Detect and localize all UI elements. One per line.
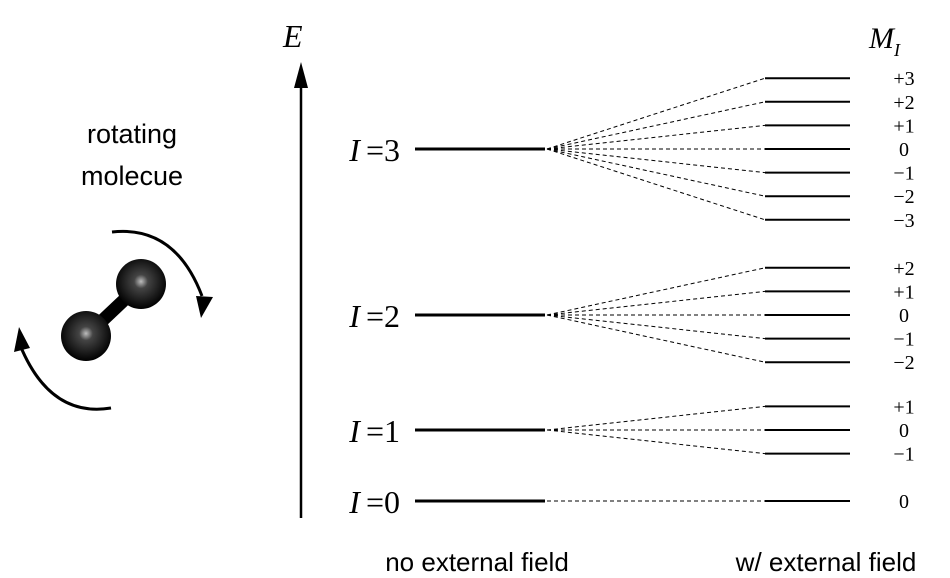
no-external-field-label: no external field (385, 547, 569, 577)
level-label-i0: I=0 (348, 484, 400, 520)
splitting-connector-line (547, 315, 765, 362)
rotating-molecule-icon (14, 231, 213, 409)
m-value-label: +1 (893, 396, 914, 418)
m-value-label: 0 (899, 139, 909, 161)
level-label-i3: I=3 (348, 132, 400, 168)
splitting-connector-line (547, 268, 765, 315)
m-value-label: +2 (893, 92, 914, 114)
m-value-label: −1 (893, 163, 914, 185)
splitting-connector-line (547, 125, 765, 149)
m-value-label: 0 (899, 420, 909, 442)
m-value-label: +1 (893, 115, 914, 137)
splitting-connector-line (547, 78, 765, 149)
energy-axis (294, 62, 308, 518)
splitting-connector-line (547, 102, 765, 149)
m-value-label: +1 (893, 281, 914, 303)
m-value-label: +3 (893, 68, 914, 90)
splitting-connector-line (547, 149, 765, 220)
splitting-connector-line (547, 406, 765, 430)
splitting-connector-line (547, 149, 765, 173)
energy-axis-label: E (282, 18, 303, 54)
m-value-label: +2 (893, 258, 914, 280)
splitting-connector-line (547, 149, 765, 196)
m-value-label: 0 (899, 305, 909, 327)
m-value-label: −1 (893, 329, 914, 351)
m-value-label: −3 (893, 210, 914, 232)
m-value-label: −2 (893, 186, 914, 208)
m-value-label: 0 (899, 491, 909, 513)
m-value-label: −1 (893, 444, 914, 466)
splitting-connector-line (547, 430, 765, 454)
level-label-i2: I=2 (348, 298, 400, 334)
m-value-label: −2 (893, 352, 914, 374)
level-label-i1: I=1 (348, 413, 400, 449)
splitting-connector-line (547, 315, 765, 339)
with-external-field-label: w/ external field (735, 547, 917, 577)
m-quantum-number-header: MI (868, 22, 901, 60)
splitting-connector-line (547, 291, 765, 315)
molecule-caption-line2: molecue (81, 161, 183, 191)
molecule-caption-line1: rotating (87, 119, 177, 149)
